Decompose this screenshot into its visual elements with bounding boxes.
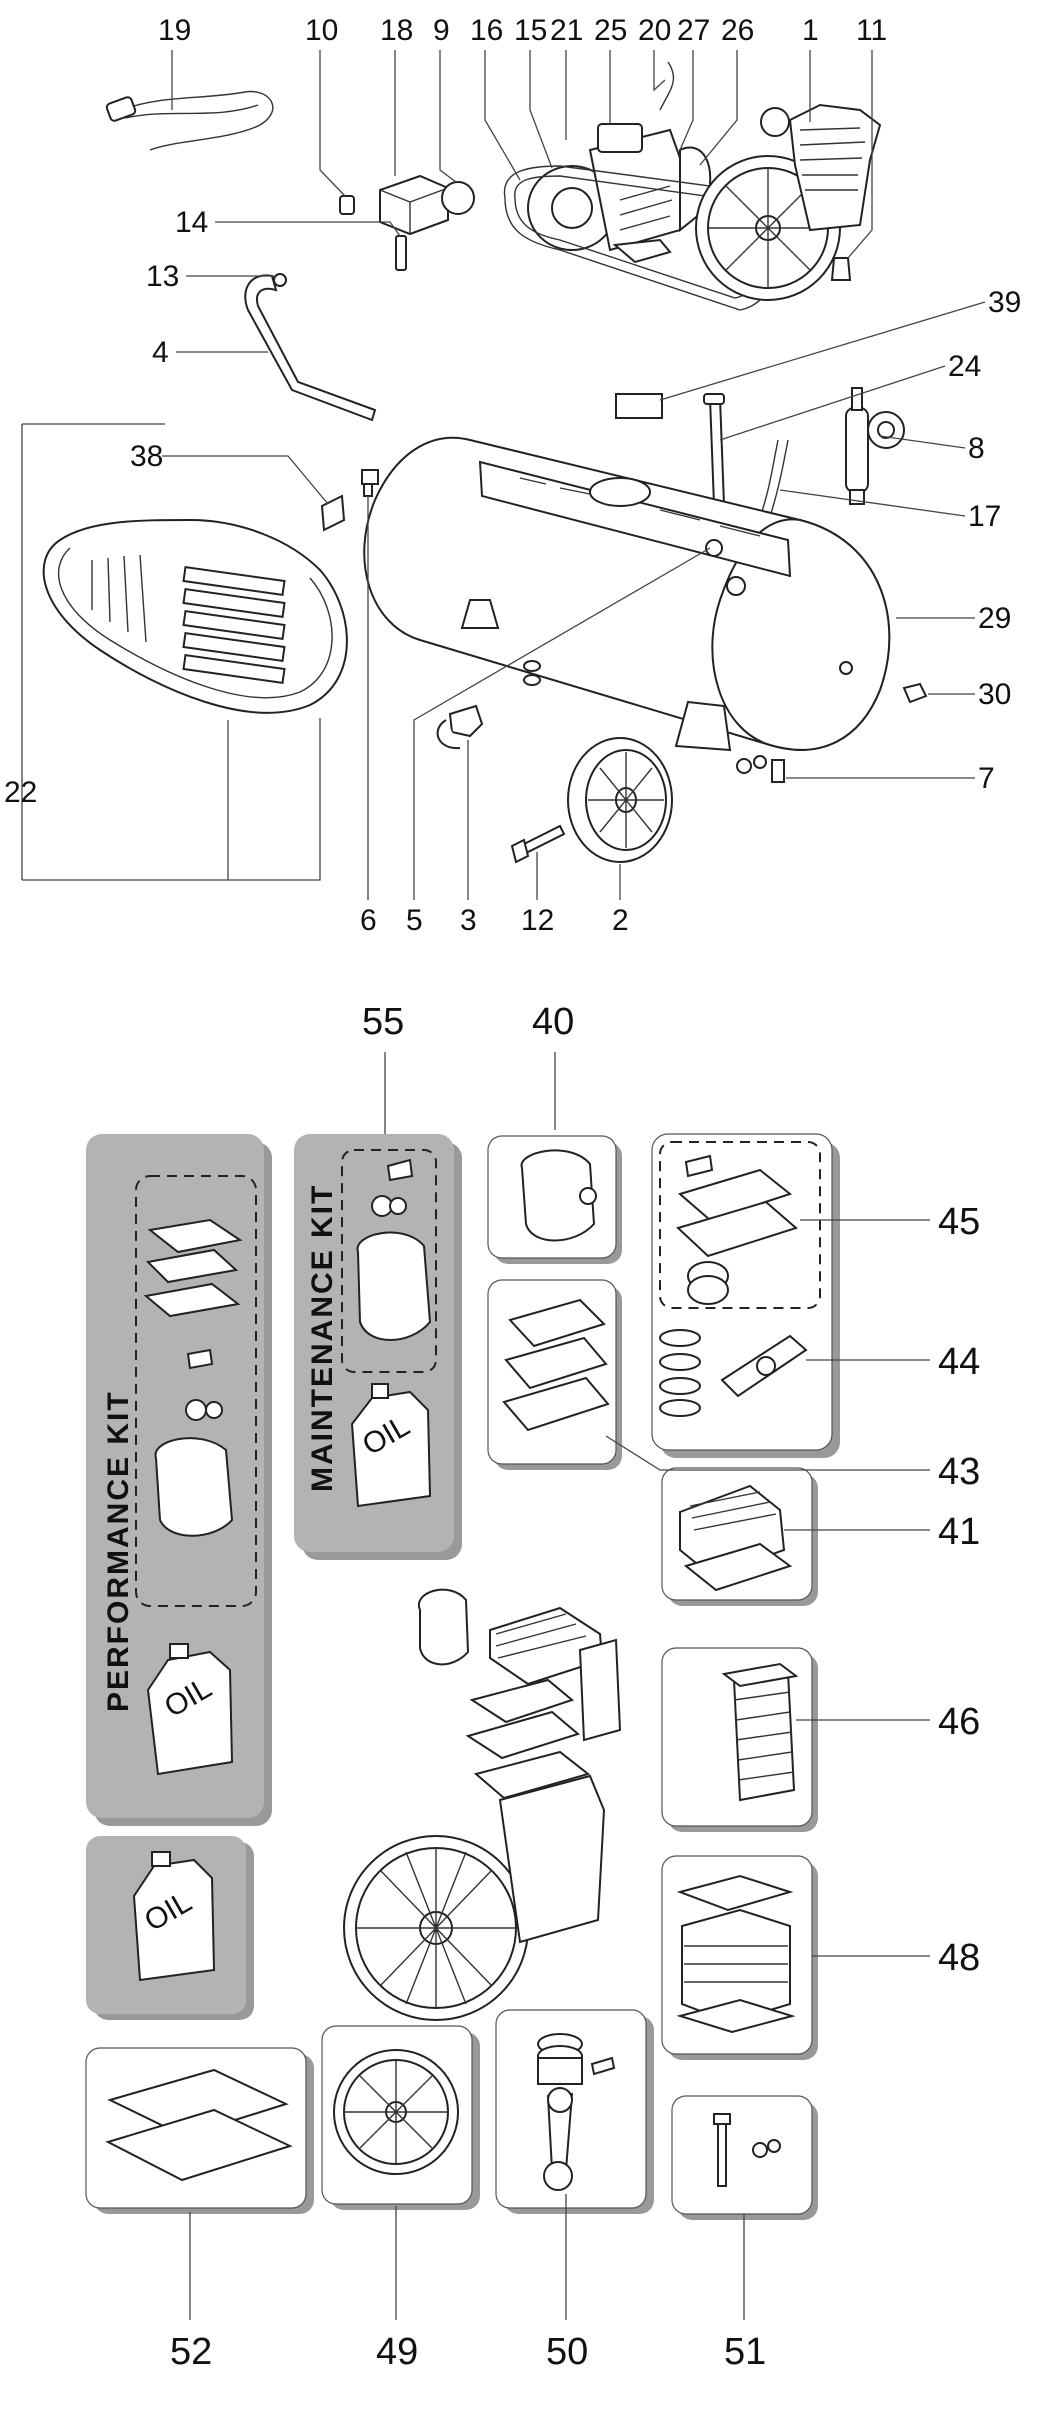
callout-44: 44	[938, 1341, 980, 1383]
callout-21: 21	[550, 14, 583, 47]
callout-38: 38	[130, 440, 163, 473]
callout-46: 46	[938, 1701, 980, 1743]
upper-assembly: 19 10 18 9 16 15 21 25 20 27 26 1 11 14 …	[4, 14, 1021, 937]
callout-9: 9	[433, 14, 450, 47]
maintenance-kit-panel: OIL MAINTENANCE KIT	[294, 1134, 462, 1560]
callout-15: 15	[514, 14, 547, 47]
lower-callout-numbers: 45 44 43 41 46 48 52 49 50 51	[170, 1201, 980, 2373]
callout-52: 52	[170, 2331, 212, 2373]
performance-kit-title: PERFORMANCE KIT	[102, 1390, 135, 1712]
part-drain-plug	[902, 682, 928, 704]
callout-24: 24	[948, 350, 981, 383]
callout-26: 26	[721, 14, 754, 47]
callout-8: 8	[968, 432, 985, 465]
callout-25: 25	[594, 14, 627, 47]
fan-guard-grille	[182, 565, 286, 685]
callout-50: 50	[546, 2331, 588, 2373]
callout-19: 19	[158, 14, 191, 47]
callout-40: 40	[532, 1001, 574, 1043]
callout-11: 11	[856, 14, 887, 47]
kit-box-base-gaskets	[85, 2047, 314, 2214]
kit-box-oil: OIL	[86, 1836, 254, 2020]
callout-27: 27	[677, 14, 710, 47]
kit-box-flywheel	[321, 2025, 480, 2210]
part-air-tank	[363, 436, 891, 752]
lower-leader-lines	[189, 1219, 930, 2320]
callout-49: 49	[376, 2331, 418, 2373]
callout-6: 6	[360, 904, 377, 937]
part-bolt-small	[736, 755, 785, 783]
part-wheel	[567, 737, 673, 863]
oil-bottle-maintenance: OIL	[350, 1383, 432, 1508]
callout-2: 2	[612, 904, 629, 937]
part-label-plate	[615, 393, 663, 419]
part-valve	[845, 387, 905, 505]
part-bracket	[320, 469, 379, 532]
part-power-cable	[105, 90, 274, 151]
callout-14: 14	[175, 206, 208, 239]
oil-bottle-performance: OIL	[146, 1643, 234, 1776]
part-axle-bolt	[510, 824, 566, 864]
callout-5: 5	[406, 904, 423, 937]
callout-55: 55	[362, 1001, 404, 1043]
callout-41: 41	[938, 1511, 980, 1553]
callout-20: 20	[638, 14, 671, 47]
callout-13: 13	[146, 260, 179, 293]
upper-callout-numbers: 19 10 18 9 16 15 21 25 20 27 26 1 11 14 …	[4, 14, 1021, 937]
callout-39: 39	[988, 286, 1021, 319]
callout-22: 22	[4, 776, 37, 809]
center-pump-assembly	[343, 1588, 622, 2021]
callout-3: 3	[460, 904, 477, 937]
callout-12: 12	[521, 904, 554, 937]
kit-box-cylinder	[661, 1647, 818, 1832]
part-fan-guard	[42, 518, 348, 714]
callout-51: 51	[724, 2331, 766, 2373]
callout-48: 48	[938, 1937, 980, 1979]
part-mount-nuts	[436, 660, 541, 750]
callout-30: 30	[978, 678, 1011, 711]
callout-18: 18	[380, 14, 413, 47]
kit-box-bolts	[671, 2095, 818, 2220]
kit-box-cylinder-set	[661, 1855, 818, 2060]
maintenance-kit-title: MAINTENANCE KIT	[306, 1184, 339, 1492]
kit-box-air-filter	[487, 1135, 622, 1264]
kit-box-gaskets-rings	[651, 1133, 840, 1458]
part-pressure-switch	[339, 174, 475, 271]
callout-43: 43	[938, 1451, 980, 1493]
callout-1: 1	[802, 14, 819, 47]
callout-45: 45	[938, 1201, 980, 1243]
lower-kits: 55 40 OIL PERFORMANCE KIT	[85, 1001, 980, 2373]
callout-10: 10	[305, 14, 338, 47]
callout-29: 29	[978, 602, 1011, 635]
callout-17: 17	[968, 500, 1001, 533]
upper-leader-lines	[21, 50, 986, 900]
kit-box-valve-plate	[487, 1279, 622, 1470]
kit-box-piston	[495, 2009, 654, 2214]
callout-16: 16	[470, 14, 503, 47]
callout-4: 4	[152, 336, 169, 369]
kit-box-cylinder-head	[661, 1467, 818, 1606]
performance-kit-panel: OIL PERFORMANCE KIT	[86, 1134, 272, 1826]
part-delivery-pipe	[244, 273, 377, 422]
callout-7: 7	[978, 762, 995, 795]
part-pump-and-flywheel	[695, 103, 882, 301]
part-motor	[527, 61, 712, 264]
